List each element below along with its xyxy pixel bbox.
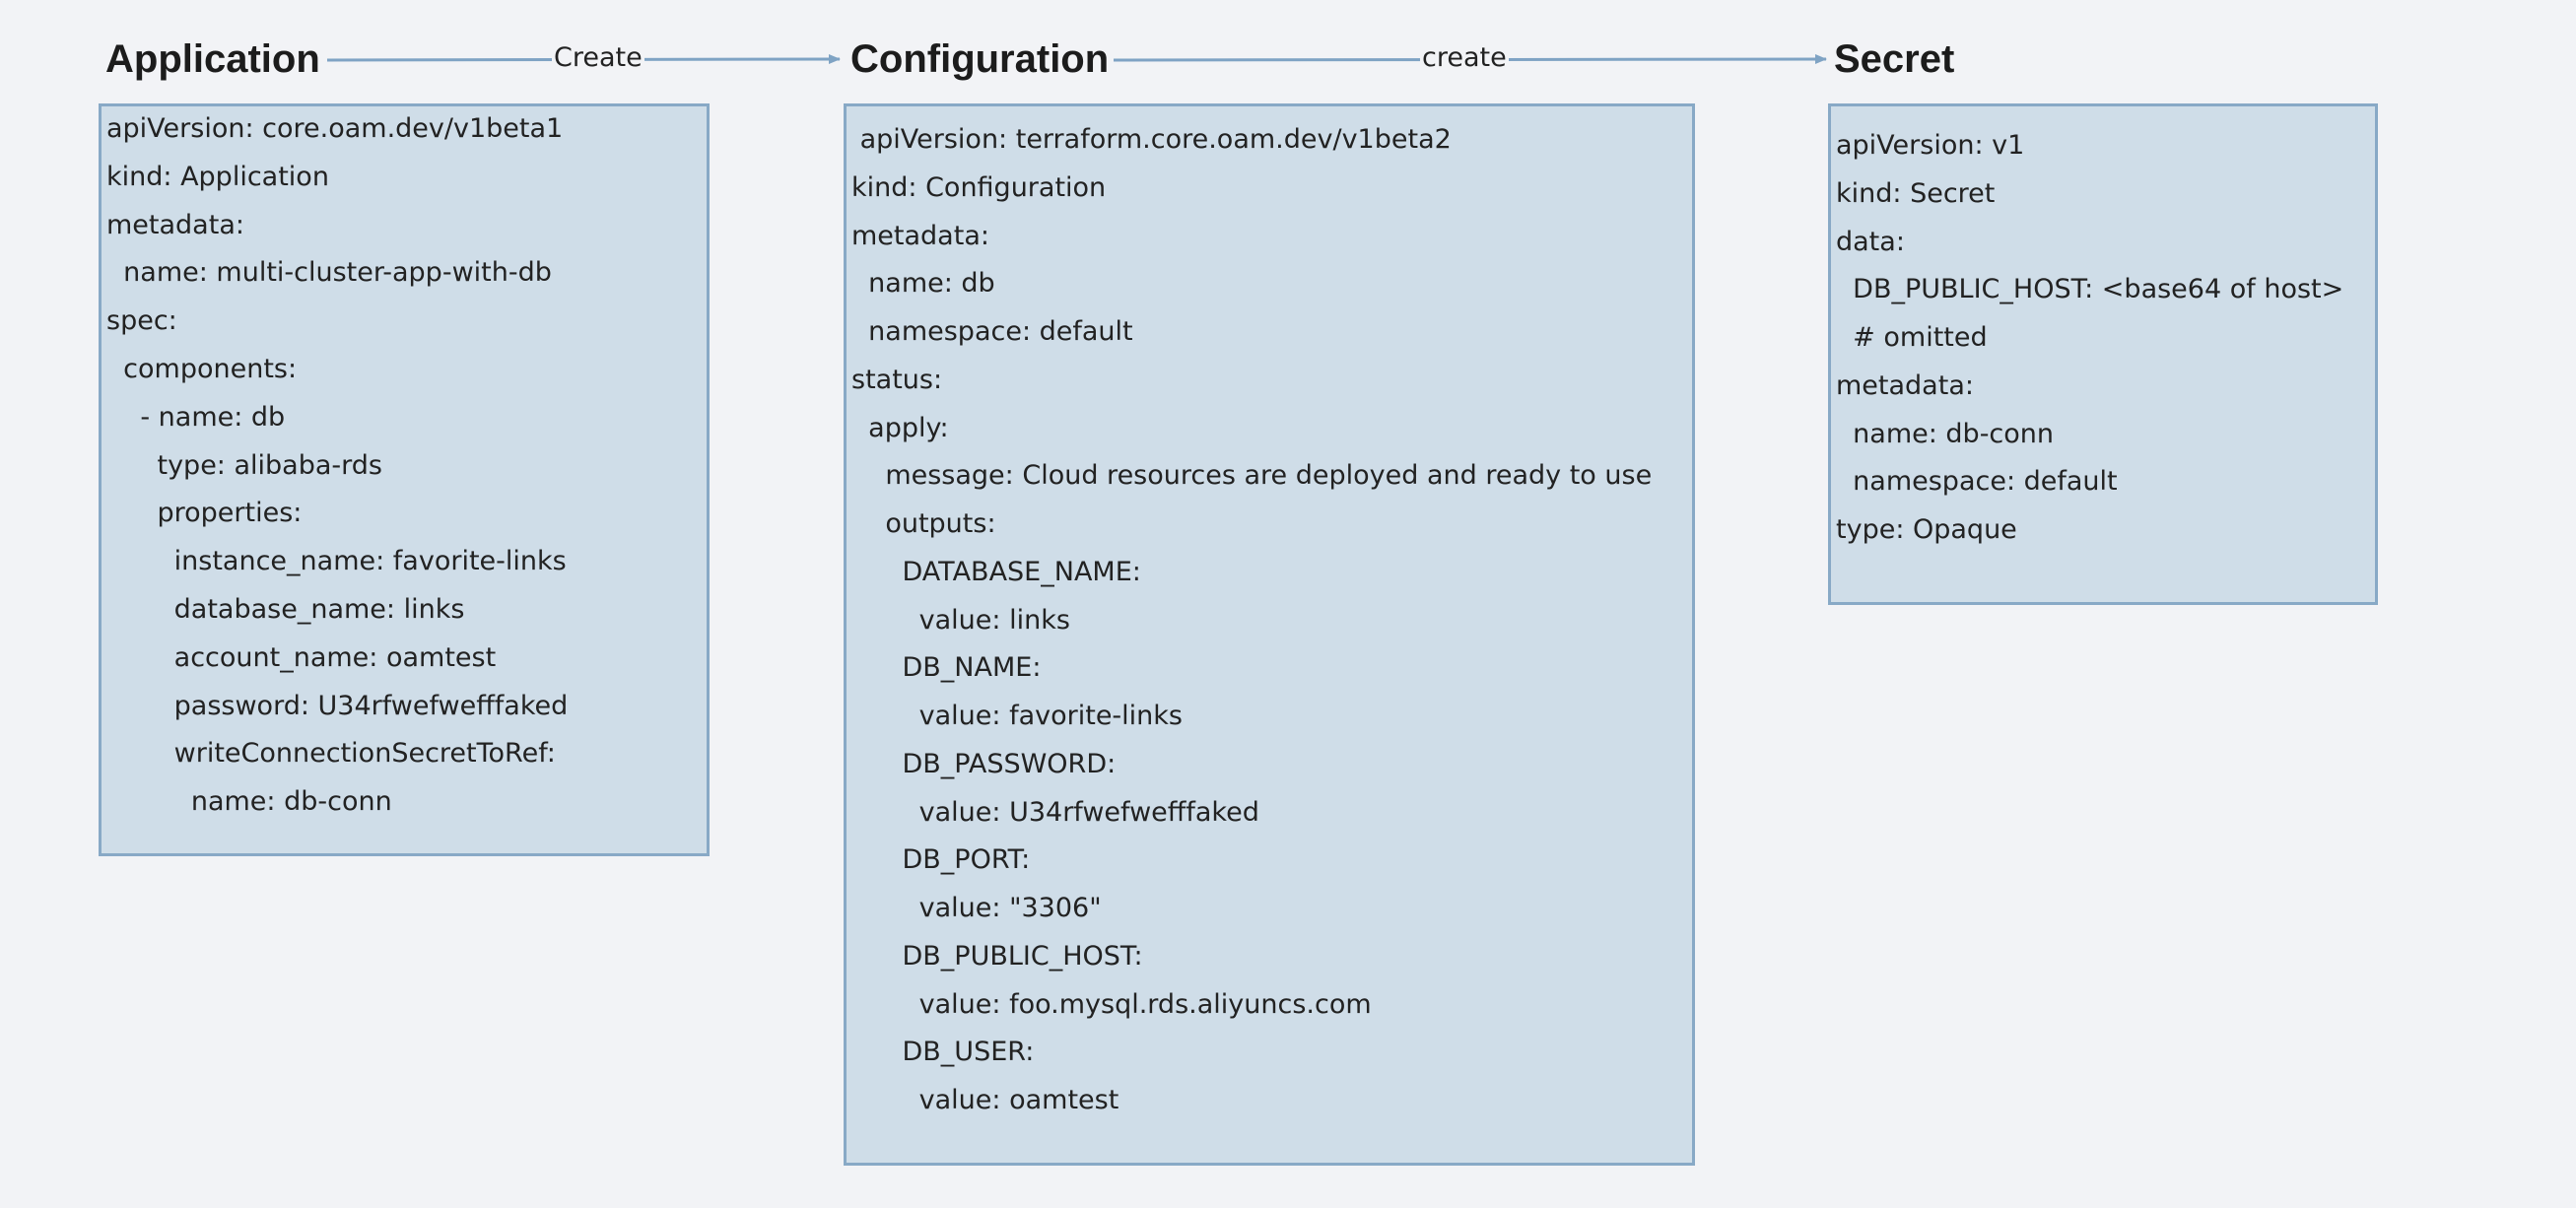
yaml-line: instance_name: favorite-links [106,546,567,577]
yaml-line: apiVersion: terraform.core.oam.dev/v1bet… [851,124,1452,155]
yaml-line: name: db [851,268,995,300]
yaml-line: metadata: [851,220,989,251]
application-heading: Application [105,37,320,81]
yaml-line: account_name: oamtest [106,641,497,673]
edge-label-create-configuration: Create [552,42,644,74]
configuration-yaml-lines: apiVersion: terraform.core.oam.dev/v1bet… [851,106,1692,1163]
yaml-line: value: links [851,604,1070,636]
yaml-line: # omitted [1836,322,1988,353]
yaml-line: namespace: default [1836,466,2118,498]
yaml-line: DB_PASSWORD: [851,748,1117,779]
configuration-heading: Configuration [850,37,1110,81]
yaml-line: type: Opaque [1836,514,2017,545]
yaml-line: metadata: [1836,369,1974,401]
yaml-line: name: db-conn [106,786,392,818]
yaml-line: status: [851,364,943,395]
yaml-line: apply: [851,412,949,443]
yaml-line: DB_PUBLIC_HOST: <base64 of host> [1836,274,2344,305]
yaml-line: value: foo.mysql.rds.aliyuncs.com [851,988,1372,1020]
yaml-line: DB_PORT: [851,844,1031,876]
yaml-line: DATABASE_NAME: [851,556,1141,587]
yaml-line: name: db-conn [1836,418,2055,449]
yaml-line: writeConnectionSecretToRef: [106,738,556,770]
yaml-line: DB_PUBLIC_HOST: [851,940,1143,972]
yaml-line: name: multi-cluster-app-with-db [106,257,552,289]
yaml-line: data: [1836,226,1905,257]
yaml-line: message: Cloud resources are deployed an… [851,460,1653,492]
yaml-line: type: alibaba-rds [106,449,382,481]
yaml-line: apiVersion: core.oam.dev/v1beta1 [106,113,564,144]
secret-yaml-lines: apiVersion: v1 kind: Secret data: DB_PUBLI… [1836,106,2375,602]
yaml-line: namespace: default [851,316,1133,347]
yaml-line: value: favorite-links [851,701,1183,731]
configuration-yaml-box: apiVersion: terraform.core.oam.dev/v1bet… [844,103,1695,1166]
edge-label-create-secret: create [1420,42,1509,74]
yaml-line: value: "3306" [851,893,1102,923]
yaml-line: kind: Configuration [851,171,1107,203]
secret-heading: Secret [1834,37,1955,81]
yaml-line: metadata: [106,209,244,240]
application-yaml-box: apiVersion: core.oam.dev/v1beta1 kind: Ap… [99,103,710,856]
yaml-line: apiVersion: v1 [1836,130,2025,161]
yaml-line: value: oamtest [851,1085,1119,1115]
yaml-line: DB_NAME: [851,652,1042,684]
yaml-line: spec: [106,305,177,337]
yaml-line: database_name: links [106,594,465,625]
yaml-line: password: U34rfwefwefffaked [106,690,569,721]
secret-yaml-box: apiVersion: v1 kind: Secret data: DB_PUBLI… [1828,103,2378,605]
yaml-line: value: U34rfwefwefffaked [851,796,1259,828]
yaml-line: kind: Application [106,161,329,192]
yaml-line: properties: [106,498,303,529]
yaml-line: kind: Secret [1836,177,1996,209]
yaml-line: DB_USER: [851,1037,1035,1068]
yaml-line: - name: db [106,401,286,433]
application-yaml-lines: apiVersion: core.oam.dev/v1beta1 kind: Ap… [106,106,707,853]
yaml-line: outputs: [851,508,996,539]
yaml-line: components: [106,354,298,384]
